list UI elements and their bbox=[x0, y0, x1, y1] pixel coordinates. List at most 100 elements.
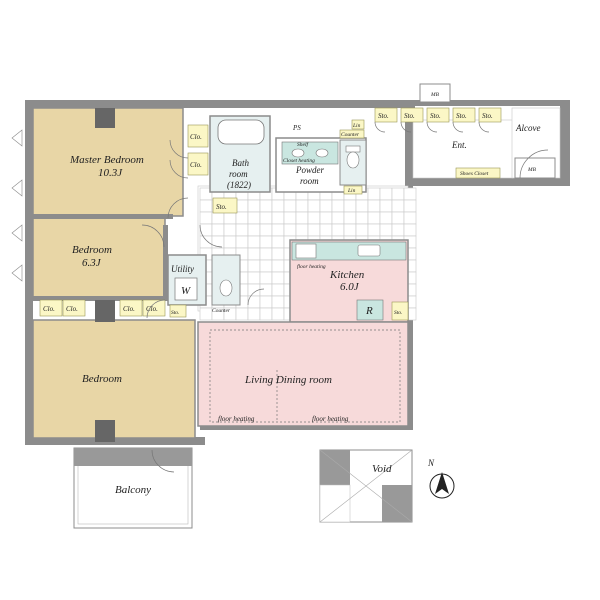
floor-tile bbox=[247, 199, 261, 213]
ps-label: PS bbox=[292, 124, 301, 132]
shelf-label: Shelf bbox=[297, 141, 309, 148]
floor-tile bbox=[295, 211, 309, 225]
floor-tile bbox=[271, 259, 285, 273]
floor-tile bbox=[355, 211, 369, 225]
floor-tile bbox=[247, 247, 261, 261]
sto-label: Sto. bbox=[456, 112, 467, 120]
toilet-tank bbox=[345, 145, 361, 153]
floor-tile bbox=[271, 211, 285, 225]
linen-box-2 bbox=[351, 119, 365, 130]
floor-tile bbox=[259, 307, 273, 321]
sto-box bbox=[426, 107, 450, 123]
closet-heating-note: Closet heating bbox=[283, 158, 315, 164]
kitchen-floor-heating: floor heating bbox=[297, 263, 326, 270]
powder-room-label-2: room bbox=[300, 176, 319, 186]
floor-tile bbox=[331, 211, 345, 225]
floor-tile bbox=[235, 307, 249, 321]
floor-tile bbox=[331, 223, 345, 237]
floor-tile bbox=[307, 211, 321, 225]
floor-tile bbox=[259, 247, 273, 261]
floor-tile bbox=[271, 295, 285, 309]
floor-tile bbox=[199, 199, 213, 213]
clo-label: Clo. bbox=[190, 133, 202, 141]
floor-tile bbox=[211, 211, 225, 225]
sto-box bbox=[212, 197, 238, 214]
sink bbox=[291, 148, 305, 158]
clo-box bbox=[187, 152, 209, 176]
floor-tile bbox=[223, 235, 237, 249]
floor-tile bbox=[271, 223, 285, 237]
balcony-label: Balcony bbox=[115, 484, 151, 496]
floor-tile bbox=[379, 211, 393, 225]
sto-box bbox=[400, 107, 424, 123]
floor-tile bbox=[403, 187, 417, 201]
floor-tile bbox=[223, 223, 237, 237]
vanity-counter bbox=[281, 141, 339, 165]
floor-tile bbox=[199, 307, 213, 321]
toilet bbox=[219, 279, 233, 297]
floor-tile bbox=[343, 199, 357, 213]
floor-tile bbox=[247, 259, 261, 273]
sto-label: Sto. bbox=[394, 310, 402, 316]
floor-tile bbox=[271, 283, 285, 297]
mb-box-top bbox=[419, 83, 451, 103]
floor-tile bbox=[271, 271, 285, 285]
floor-tile bbox=[379, 187, 393, 201]
floor-tile bbox=[271, 199, 285, 213]
floor-tile bbox=[319, 211, 333, 225]
column bbox=[95, 108, 115, 128]
linen-label: Lin bbox=[347, 188, 356, 194]
clo-label: Clo. bbox=[123, 305, 135, 313]
clo-label: Clo. bbox=[66, 305, 78, 313]
floor-tile bbox=[199, 211, 213, 225]
floor-tile bbox=[343, 223, 357, 237]
sto-label: Sto. bbox=[378, 112, 389, 120]
sto-label: Sto. bbox=[216, 203, 227, 211]
linen-label-2: Lin bbox=[352, 123, 361, 129]
mb-label-top: MB bbox=[430, 92, 440, 98]
wall-segment bbox=[33, 214, 173, 219]
floor-tile bbox=[391, 187, 405, 201]
north-compass bbox=[429, 472, 455, 499]
floor-tile bbox=[319, 199, 333, 213]
bedroom-3-label: Bedroom bbox=[82, 373, 122, 385]
wall-segment bbox=[33, 296, 198, 301]
floor-tile bbox=[211, 235, 225, 249]
clo-box bbox=[119, 299, 143, 317]
floor-tile bbox=[259, 283, 273, 297]
floor-tile bbox=[211, 223, 225, 237]
floor-tile bbox=[331, 199, 345, 213]
clo-box bbox=[62, 299, 86, 317]
floor-tile bbox=[259, 271, 273, 285]
sink bbox=[315, 148, 329, 158]
floor-tile bbox=[307, 223, 321, 237]
floor-tile bbox=[247, 223, 261, 237]
floor-tile bbox=[271, 235, 285, 249]
floor-tile bbox=[367, 187, 381, 201]
clo-label: Clo. bbox=[43, 305, 55, 313]
floor-tile bbox=[283, 199, 297, 213]
floor-tile bbox=[247, 307, 261, 321]
floor-tile bbox=[307, 199, 321, 213]
toilet bbox=[346, 151, 360, 169]
balcony-area bbox=[73, 447, 193, 529]
linen-box bbox=[343, 185, 363, 195]
storage-boxes: Clo. Clo. Sto. Clo. Clo. Clo. Clo. Sto. … bbox=[39, 107, 502, 321]
floor-tile bbox=[247, 211, 261, 225]
bedroom-2-size: 6.3J bbox=[82, 257, 102, 269]
column bbox=[95, 420, 115, 442]
kitchen-size: 6.0J bbox=[340, 281, 360, 293]
clo-label: Clo. bbox=[190, 161, 202, 169]
floor-tile bbox=[403, 223, 417, 237]
floor-tile bbox=[199, 235, 213, 249]
bedroom-3-floor bbox=[32, 319, 196, 439]
compass-north-label: N bbox=[427, 458, 435, 468]
floor-tile bbox=[259, 235, 273, 249]
void-area bbox=[319, 449, 413, 523]
floor-tile bbox=[391, 211, 405, 225]
living-floor-heating-2: floor heating bbox=[312, 415, 349, 423]
sto-box bbox=[169, 304, 187, 318]
floor-tile bbox=[223, 211, 237, 225]
floor-tile bbox=[355, 223, 369, 237]
floor-tile bbox=[235, 235, 249, 249]
